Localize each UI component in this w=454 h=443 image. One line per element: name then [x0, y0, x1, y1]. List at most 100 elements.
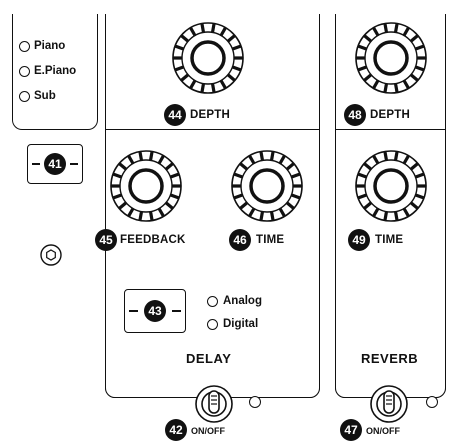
knob-grip-tick [270, 210, 275, 222]
knob-grip-tick [394, 210, 399, 222]
knob-grip-tick [259, 150, 264, 162]
screw-icon [40, 244, 62, 266]
reverb-time-label: TIME [375, 234, 404, 246]
knob-grip-tick [383, 82, 388, 94]
knob-grip-tick [112, 193, 123, 200]
knob-grip-tick [118, 162, 127, 171]
knob-grip-tick [200, 22, 205, 34]
led-label-sub: Sub [34, 90, 56, 102]
knob-grip-tick [286, 201, 295, 210]
led-label-digital: Digital [223, 318, 259, 330]
knob-grip-tick [233, 172, 244, 179]
knob-grip-tick [112, 172, 123, 179]
voice-select-button[interactable] [27, 144, 83, 184]
knob-grip-tick [394, 150, 399, 162]
led-digital[interactable] [207, 319, 218, 330]
delay-time-knob[interactable] [229, 148, 305, 224]
knob-grip-tick [227, 73, 236, 82]
delay-switch-label: ON/OFF [191, 426, 225, 436]
reverb-footswitch[interactable] [369, 384, 409, 424]
knob-grip-tick [174, 65, 185, 72]
knob-grip-tick [165, 162, 174, 171]
knob-grip-tick [118, 201, 127, 210]
knob-grip-tick [414, 65, 425, 72]
knob-grip-tick [211, 82, 216, 94]
callout-43: 43 [144, 300, 166, 322]
knob-grip-tick [231, 44, 242, 51]
knob-grip-tick [157, 207, 165, 218]
knob-grip-tick [363, 201, 372, 210]
knob-grip-tick [372, 79, 380, 90]
led-analog[interactable] [207, 296, 218, 307]
led-label-epiano: E.Piano [34, 65, 77, 77]
knob-grip-tick [414, 193, 425, 200]
led-label-analog: Analog [223, 295, 262, 307]
callout-45: 45 [95, 229, 117, 251]
knob-grip-tick [157, 154, 165, 165]
delay-feedback-label: FEEDBACK [120, 234, 186, 246]
callout-47: 47 [340, 419, 362, 441]
knob-grip-tick [286, 162, 295, 171]
knob-grip-tick [357, 172, 368, 179]
knob-grip-tick [372, 154, 380, 165]
knob-grip-tick [278, 154, 286, 165]
knob-grip-tick [127, 207, 135, 218]
knob-grip-tick [402, 26, 410, 37]
led-piano[interactable] [19, 41, 30, 52]
knob-grip-tick [180, 73, 189, 82]
knob-grip-tick [372, 207, 380, 218]
knob-grip-tick [211, 22, 216, 34]
knob-grip-tick [248, 154, 256, 165]
reverb-switch-label: ON/OFF [366, 426, 400, 436]
knob-grip-tick [169, 193, 180, 200]
knob-grip-tick [414, 172, 425, 179]
knob-grip-tick [200, 82, 205, 94]
knob-grip-tick [394, 22, 399, 34]
led-sub[interactable] [19, 91, 30, 102]
reverb-switch-led [426, 396, 438, 408]
knob-grip-tick [383, 150, 388, 162]
knob-grip-tick [414, 44, 425, 51]
knob-grip-tick [383, 22, 388, 34]
knob-grip-tick [149, 210, 154, 222]
knob-grip-tick [363, 34, 372, 43]
delay-time-label: TIME [256, 234, 285, 246]
knob-grip-tick [363, 73, 372, 82]
led-label-piano: Piano [34, 40, 66, 52]
delay-depth-label: DEPTH [190, 109, 230, 121]
knob-grip-tick [231, 65, 242, 72]
knob-grip-tick [169, 172, 180, 179]
knob-grip-tick [383, 210, 388, 222]
knob-grip-tick [394, 82, 399, 94]
knob-grip-tick [270, 150, 275, 162]
callout-46: 46 [229, 229, 251, 251]
callout-44: 44 [164, 104, 186, 126]
delay-footswitch[interactable] [194, 384, 234, 424]
reverb-depth-knob[interactable] [353, 20, 429, 96]
led-epiano[interactable] [19, 66, 30, 77]
reverb-depth-label: DEPTH [370, 109, 410, 121]
knob-grip-tick [233, 193, 244, 200]
knob-grip-tick [189, 26, 197, 37]
knob-grip-tick [410, 162, 419, 171]
knob-grip-tick [278, 207, 286, 218]
delay-feedback-knob[interactable] [108, 148, 184, 224]
knob-grip-tick [290, 172, 301, 179]
knob-grip-tick [149, 150, 154, 162]
delay-type-button[interactable] [124, 289, 186, 333]
knob-grip-tick [127, 154, 135, 165]
knob-grip-tick [410, 34, 419, 43]
knob-grip-tick [402, 207, 410, 218]
knob-grip-tick [219, 79, 227, 90]
knob-grip-tick [290, 193, 301, 200]
delay-depth-knob[interactable] [170, 20, 246, 96]
knob-grip-tick [165, 201, 174, 210]
knob-grip-tick [138, 210, 143, 222]
knob-grip-tick [239, 162, 248, 171]
knob-grip-tick [189, 79, 197, 90]
knob-grip-tick [363, 162, 372, 171]
knob-grip-tick [402, 154, 410, 165]
knob-grip-tick [248, 207, 256, 218]
reverb-time-knob[interactable] [353, 148, 429, 224]
knob-grip-tick [357, 44, 368, 51]
